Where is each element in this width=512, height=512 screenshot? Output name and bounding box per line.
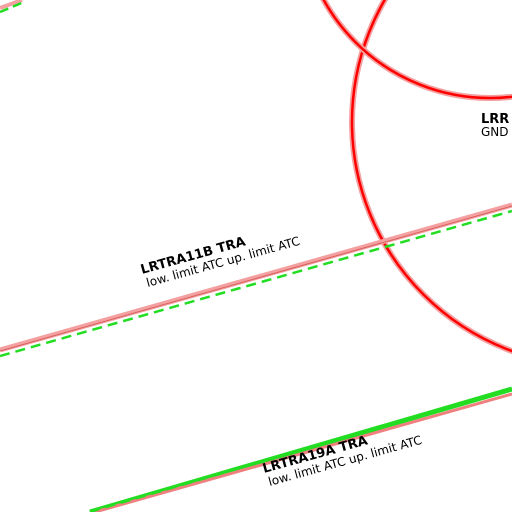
lrtra19a-boundary	[89, 386, 512, 512]
upper-zone-arc	[320, 0, 512, 101]
boundary-line-top-left	[0, 0, 25, 14]
lrr-limits: GND	[481, 125, 509, 139]
lrr-name: LRR	[481, 112, 509, 127]
lrr-zone-circle	[349, 0, 512, 355]
lrtra11b-boundary	[0, 202, 512, 358]
lrr-label: LRR GND	[481, 112, 509, 139]
